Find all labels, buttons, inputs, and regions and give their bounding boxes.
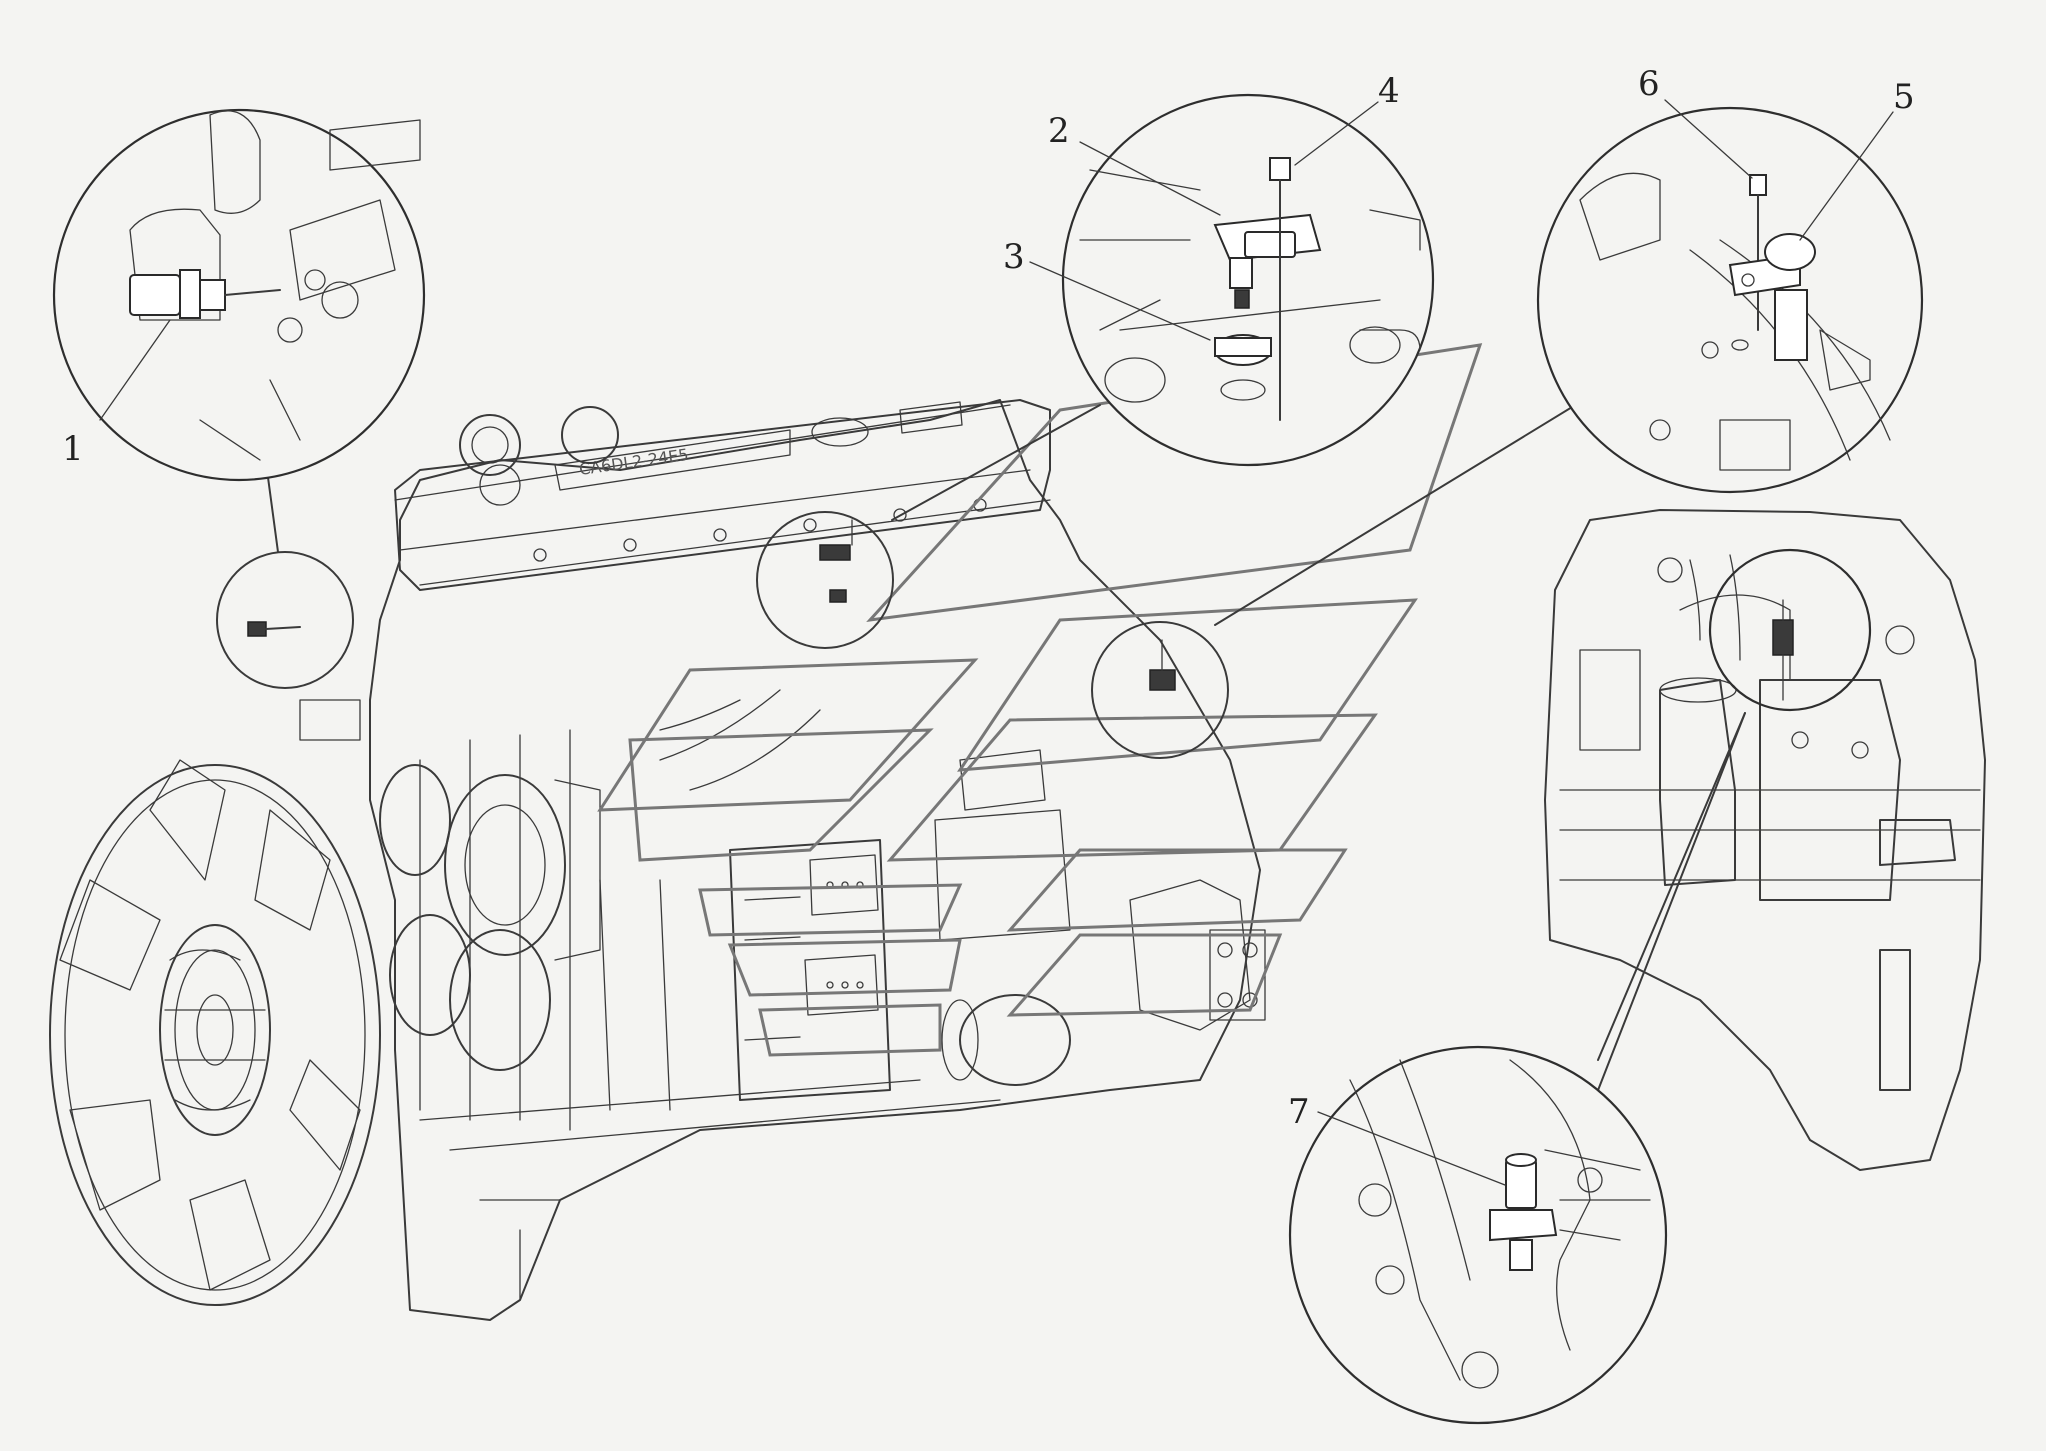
leader-lines	[264, 389, 1746, 1099]
callout-label-7: 7	[1288, 1092, 1310, 1132]
callout-label-5: 5	[1893, 77, 1915, 117]
leader-7	[1597, 712, 1746, 1061]
callout-label-2: 2	[1048, 111, 1070, 151]
detail-bubble-7: 7	[1288, 1045, 1668, 1425]
callout-label-3: 3	[1003, 237, 1025, 277]
engine-block	[369, 399, 1261, 1321]
brand-logo-watermark	[597, 343, 1483, 1057]
engine-locator-circles	[216, 511, 1229, 759]
valve-cover: CA6DL2-24E5	[394, 399, 1051, 591]
fuel-system	[599, 689, 1266, 1111]
ecu-unit	[729, 839, 891, 1101]
front-pulleys	[299, 699, 601, 1071]
callout-label-4: 4	[1378, 71, 1400, 111]
cooling-fan	[49, 759, 381, 1306]
detail-bubble-1: 1	[52, 108, 426, 482]
callout-label-6: 6	[1638, 64, 1660, 104]
detail-bubble-2-3-4: 2 3 4	[1003, 71, 1435, 467]
callout-label-1: 1	[62, 429, 84, 469]
engine-side-view	[1544, 509, 1986, 1171]
detail-bubble-5-6: 6 5	[1536, 64, 1924, 494]
engine-main-view: CA6DL2-24E5	[49, 343, 1483, 1321]
